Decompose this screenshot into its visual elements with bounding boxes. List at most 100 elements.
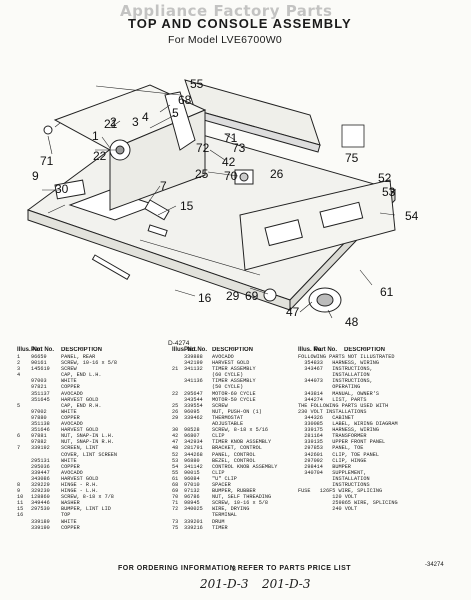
- illus-no-cell: 70: [172, 494, 179, 501]
- callout-15: 15: [180, 199, 194, 213]
- header-part-no: Part No.: [314, 347, 338, 353]
- description-cell: "U" CLIP: [212, 475, 237, 482]
- illus-no-cell: 11: [17, 500, 24, 507]
- illus-no-cell: 61: [172, 475, 179, 482]
- callout-75: 75: [345, 151, 359, 165]
- part-no-cell: 96659: [31, 354, 47, 360]
- description-cell: COVER, LINT SCREEN: [61, 451, 118, 458]
- part-no-cell: 96786: [184, 494, 200, 501]
- header-part-no: Part No.: [31, 347, 55, 353]
- diagram-number: D-4274: [168, 340, 190, 347]
- illus-no-cell: 53: [172, 457, 179, 464]
- table-row: 16 TOP: [17, 512, 167, 518]
- description-cell: SCREW, 8-18 x 7/8: [61, 494, 114, 501]
- description-cell: HARVEST GOLD: [212, 360, 250, 367]
- illus-no-cell: 29: [172, 414, 179, 421]
- description-cell: ADJUSTABLE: [212, 421, 244, 428]
- illus-no-cell: 22: [172, 390, 179, 397]
- callout-54: 54: [405, 209, 419, 223]
- page-number: 3: [232, 566, 236, 573]
- part-no-cell: 342934: [184, 439, 203, 446]
- clip-75-shape: [341, 124, 365, 148]
- header-description: DESCRIPTION: [212, 347, 254, 353]
- header-description: DESCRIPTION: [61, 347, 103, 353]
- callout-70: 70: [224, 169, 238, 183]
- description-cell: HINGE - R.H.: [61, 481, 99, 488]
- note-line: 339135 UPPER FRONT PANEL: [298, 439, 386, 446]
- header-illus-no: Illus. No.: [17, 347, 43, 353]
- description-cell: SPACER: [212, 481, 231, 488]
- description-cell: THERMOSTAT: [212, 414, 244, 421]
- callout-5: 5: [172, 106, 179, 120]
- note-line: 354833 HARNESS, WIRING: [298, 360, 379, 367]
- description-cell: NUT, SNAP-IN R.H.: [61, 439, 114, 446]
- part-no-cell: 295647: [184, 390, 203, 397]
- callout-9: 9: [32, 169, 39, 183]
- illus-no-cell: 21: [172, 366, 179, 373]
- description-cell: SCREEN, LINT: [61, 445, 99, 452]
- description-cell: WHITE: [61, 457, 77, 464]
- table-row: (60 CYCLE): [172, 372, 292, 378]
- end-cap-left-shape: [164, 91, 196, 151]
- note-line: 297092 CLIP, HINGE: [298, 457, 367, 464]
- illus-no-cell: 6: [17, 433, 21, 440]
- description-cell: COPPER: [61, 463, 80, 470]
- table-row: 351646 HARVEST GOLD: [17, 427, 167, 433]
- part-no-cell: 351645: [31, 396, 50, 403]
- part-no-cell: 97010: [184, 481, 200, 488]
- illus-no-cell: 25: [172, 402, 179, 409]
- illus-no-cell: 30: [172, 427, 179, 434]
- illus-no-cell: 16: [17, 512, 24, 519]
- illus-no-cell: 7: [17, 445, 21, 452]
- callout-42: 42: [222, 155, 236, 169]
- header-part-no: Part No.: [184, 347, 208, 353]
- callout-22: 22: [93, 149, 107, 163]
- description-cell: WHITE: [61, 518, 77, 525]
- description-cell: AVOCADO: [212, 354, 234, 360]
- header-illus-no: Illus. No.: [298, 347, 324, 353]
- description-cell: TOP: [61, 512, 71, 519]
- illus-no-cell: 72: [172, 506, 179, 513]
- description-cell: SCREW, 8-18 x 5/16: [212, 427, 269, 434]
- callout-72: 72: [196, 141, 210, 155]
- note-line: 330085 LABEL, WIRING DIAGRAM: [298, 421, 398, 428]
- part-no-cell: 339189: [31, 518, 50, 525]
- part-no-cell: 339554: [184, 402, 203, 409]
- table-row: 339189 WHITE: [17, 519, 167, 525]
- illus-no-cell: 8: [17, 481, 21, 488]
- part-no-cell: 351646: [31, 427, 50, 434]
- part-no-cell: 339462: [184, 414, 203, 421]
- description-cell: NUT, PUSH-ON (1): [212, 408, 262, 415]
- part-no-cell: 341136: [184, 378, 203, 385]
- description-cell: HARVEST GOLD: [61, 427, 99, 434]
- note-line: FUSE 126F5 WIRE, SPLICING: [298, 488, 383, 495]
- part-no-cell: 98945: [184, 500, 200, 507]
- description-cell: PANEL, REAR: [61, 354, 96, 360]
- description-cell: BUMPER, LINT LID: [61, 506, 111, 513]
- part-no-cell: 97882: [31, 439, 47, 446]
- description-cell: COPPER: [61, 414, 80, 421]
- illus-no-cell: [17, 525, 31, 531]
- callout-61: 61: [380, 285, 394, 299]
- illus-no-cell: 15: [17, 506, 24, 513]
